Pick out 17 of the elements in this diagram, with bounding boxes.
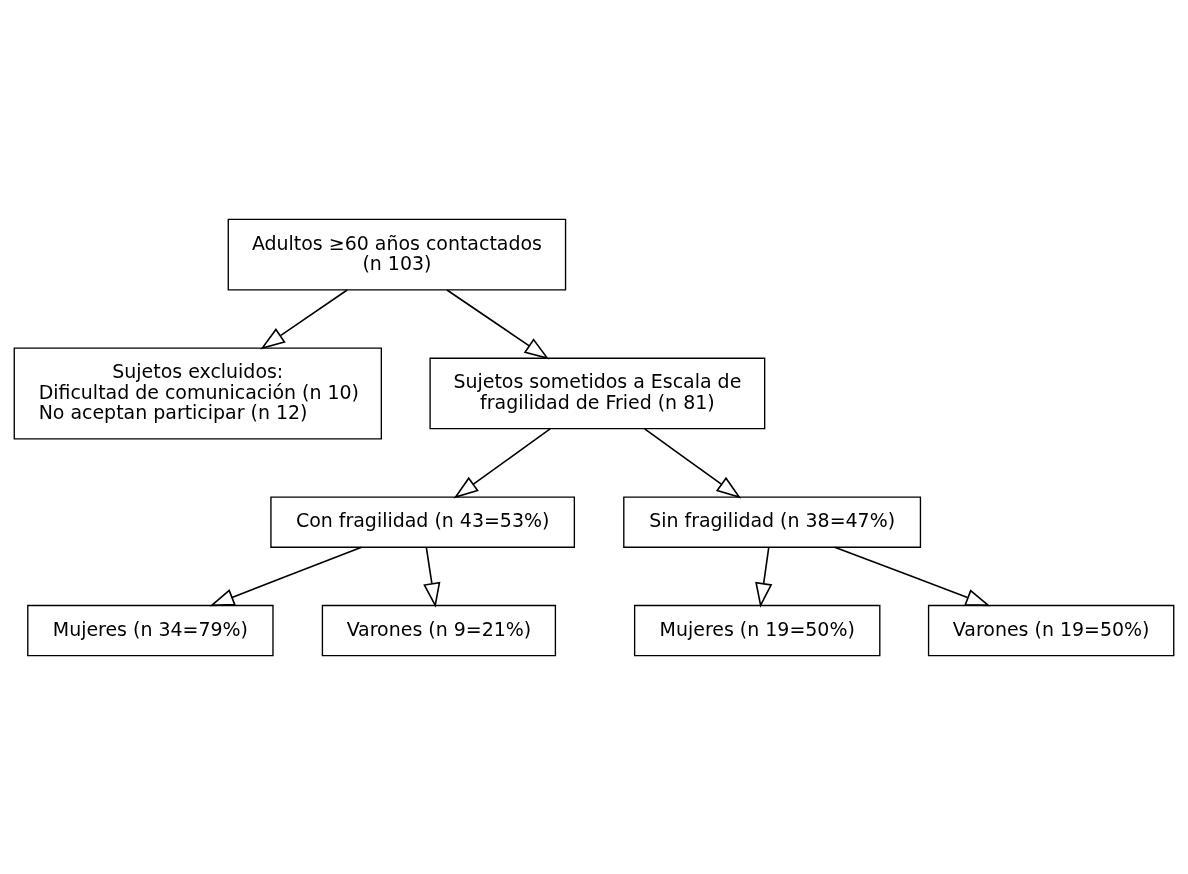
node-box: Sujetos excluidos: Dificultad de comunicación (n 10) No aceptan participar (n 12) (13, 346, 382, 440)
node-box: Mujeres (n 19=50%) (633, 604, 881, 656)
node-box: Sujetos sometidos a Escala de fragilidad de Fried (n 81) (429, 357, 766, 429)
arrow (755, 546, 773, 608)
arrow (260, 288, 348, 349)
arrow (446, 288, 550, 359)
node-box: Mujeres (n 34=79%) (27, 604, 274, 656)
arrow (423, 546, 441, 608)
node-box: Varones (n 9=21%) (321, 604, 557, 656)
arrow (453, 427, 551, 498)
node-box: Con fragilidad (n 43=53%) (270, 495, 576, 548)
node-box: Varones (n 19=50%) (927, 604, 1175, 656)
arrow (833, 545, 991, 606)
arrow (643, 427, 742, 498)
node-box: Adultos ≥60 años contactados (n 103) (227, 218, 567, 291)
node-box: Sin fragilidad (n 38=47%) (623, 495, 922, 548)
arrow (209, 545, 363, 606)
